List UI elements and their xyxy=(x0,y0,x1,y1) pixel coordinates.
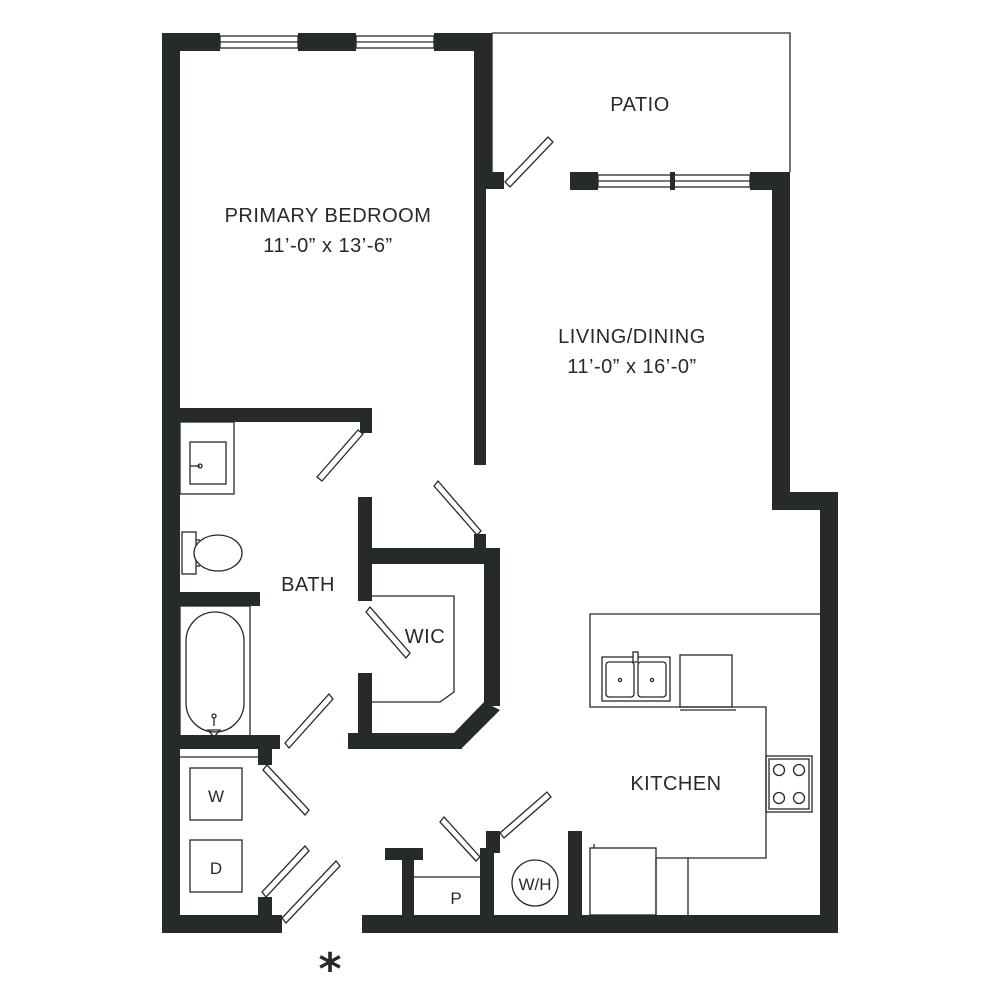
washer-icon xyxy=(189,767,243,821)
water-heater-icon xyxy=(511,859,559,907)
wall-wh-east xyxy=(568,831,582,919)
laundry: W D xyxy=(180,756,258,893)
dryer-label: D xyxy=(210,859,222,878)
wall-pantry-west xyxy=(402,848,414,918)
bath-fixtures xyxy=(179,421,251,738)
patio-label: PATIO xyxy=(610,94,670,116)
kitchen-fixtures xyxy=(589,613,820,916)
living-dining-size: 11’-0” x 16’-0” xyxy=(567,356,696,378)
wall-laundry-jamb-bottom xyxy=(258,897,272,917)
wall-east-lower xyxy=(820,492,838,933)
primary-bedroom-size: 11’-0” x 13’-6” xyxy=(263,235,392,257)
sink-icon xyxy=(189,441,227,485)
pantry-door xyxy=(439,815,481,862)
primary-bedroom-label: PRIMARY BEDROOM xyxy=(225,205,432,227)
double-sink-icon xyxy=(601,651,671,702)
dryer-icon xyxy=(189,839,243,893)
wall-south-left xyxy=(162,915,282,933)
bath-door xyxy=(316,429,364,482)
patio-door xyxy=(504,136,554,188)
laundry-bifold-1 xyxy=(261,845,310,898)
wall-pantry-east xyxy=(480,848,494,918)
wall-east-upper xyxy=(772,172,790,510)
wall-wic-north xyxy=(358,548,500,564)
wall-bedroom-east-top xyxy=(474,33,492,189)
toilet-icon xyxy=(181,531,243,575)
interior-walls xyxy=(162,189,582,919)
kitchen-label: KITCHEN xyxy=(630,773,721,795)
wall-wic-chamfer xyxy=(454,702,500,748)
refrigerator-icon xyxy=(589,844,688,916)
living-hall-door xyxy=(433,479,482,536)
living-dining-label: LIVING/DINING xyxy=(558,326,706,348)
wic-door xyxy=(365,605,411,660)
wall-laundry-north xyxy=(180,735,280,749)
entry-marker: * xyxy=(318,944,341,995)
dishwasher-icon xyxy=(679,654,736,711)
stove-icon xyxy=(765,755,813,813)
water-heater-label: W/H xyxy=(518,875,551,894)
vanity-counter xyxy=(179,421,235,495)
wall-bedroom-living xyxy=(474,189,486,465)
wh-door xyxy=(499,791,552,839)
room-labels: PATIO PRIMARY BEDROOM 11’-0” x 13’-6” LI… xyxy=(225,94,722,795)
wall-north-mid-stub xyxy=(298,33,356,51)
washer-label: W xyxy=(208,787,224,806)
wic-label: WIC xyxy=(405,626,445,648)
patio-slider-mullion xyxy=(670,172,675,190)
bath-lower-door xyxy=(284,692,334,750)
wall-bedroom-bath xyxy=(162,408,372,422)
kitchen-counter xyxy=(589,613,820,915)
wall-laundry-jamb-top xyxy=(258,735,272,765)
wall-tub-ledge xyxy=(180,592,260,606)
doors xyxy=(261,429,552,924)
bath-label: BATH xyxy=(281,574,335,596)
wall-patio-jamb-west xyxy=(486,172,504,189)
wall-wic-jamb xyxy=(474,534,486,550)
wic-shelf xyxy=(372,595,455,703)
laundry-bifold-2 xyxy=(281,860,341,924)
wall-north-left-stub xyxy=(162,33,220,51)
wall-patio-door-jamb-left xyxy=(570,172,598,190)
bathtub-icon xyxy=(179,605,251,738)
wall-bath-door-jamb xyxy=(360,408,372,433)
patio-outline xyxy=(491,32,791,172)
exterior-walls xyxy=(162,33,838,933)
wall-pantry-jamb xyxy=(486,831,500,853)
wall-south-right xyxy=(362,915,838,933)
wall-wic-south xyxy=(348,733,462,749)
pantry-label: P xyxy=(450,889,461,908)
utility: P W/H xyxy=(414,859,559,908)
wall-bath-wic-lower xyxy=(358,673,372,749)
wall-west xyxy=(162,33,180,933)
wall-wic-east xyxy=(484,548,500,706)
laundry-door-upper xyxy=(262,764,310,816)
windows xyxy=(219,35,751,190)
